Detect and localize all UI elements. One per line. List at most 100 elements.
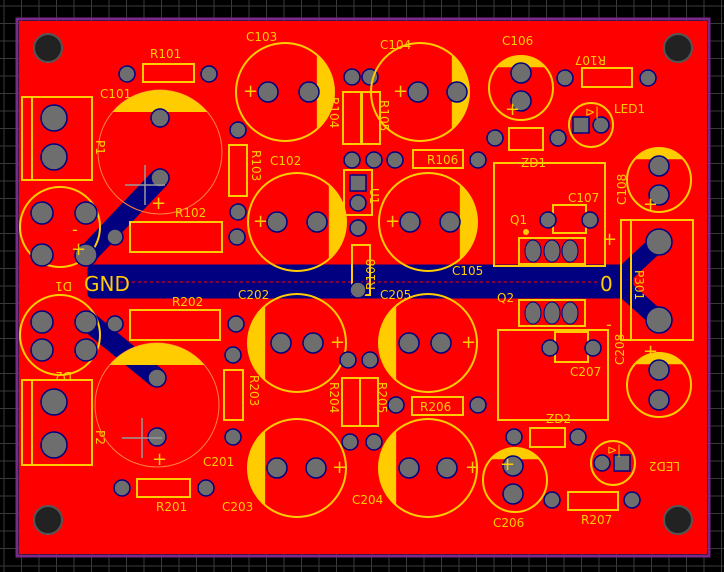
pad[interactable] xyxy=(365,151,383,169)
pad[interactable] xyxy=(40,104,68,132)
pad[interactable] xyxy=(361,351,379,369)
pad[interactable] xyxy=(147,368,167,388)
c105-polarity-band xyxy=(459,184,477,260)
pad[interactable] xyxy=(147,427,167,447)
plus-mark: + xyxy=(330,332,345,353)
pad[interactable] xyxy=(541,339,559,357)
pad[interactable] xyxy=(106,228,124,246)
pad[interactable] xyxy=(298,81,320,103)
c108-polarity-band xyxy=(634,148,684,160)
pad[interactable] xyxy=(593,454,611,472)
pad[interactable] xyxy=(40,388,68,416)
pad[interactable] xyxy=(613,454,631,472)
pad[interactable] xyxy=(645,306,673,334)
pad[interactable] xyxy=(197,479,215,497)
pad[interactable] xyxy=(398,332,420,354)
pad[interactable] xyxy=(486,129,504,147)
pad[interactable] xyxy=(386,151,404,169)
pad[interactable] xyxy=(74,338,98,362)
pad[interactable] xyxy=(40,143,68,171)
pad[interactable] xyxy=(569,428,587,446)
pad[interactable] xyxy=(306,211,328,233)
pad[interactable] xyxy=(592,116,610,134)
c208-polarity-band xyxy=(634,353,684,365)
pad[interactable] xyxy=(74,310,98,334)
pad[interactable] xyxy=(398,457,420,479)
pad[interactable] xyxy=(502,455,524,477)
pad[interactable] xyxy=(224,346,242,364)
pad[interactable] xyxy=(623,491,641,509)
pad[interactable] xyxy=(266,211,288,233)
pad[interactable] xyxy=(436,457,458,479)
pad[interactable] xyxy=(349,281,367,299)
pad[interactable] xyxy=(349,174,367,192)
pad[interactable] xyxy=(302,332,324,354)
pad[interactable] xyxy=(510,62,532,84)
pad[interactable] xyxy=(524,301,542,325)
pad[interactable] xyxy=(543,239,561,263)
pad[interactable] xyxy=(150,168,170,188)
pad[interactable] xyxy=(648,155,670,177)
pad[interactable] xyxy=(229,121,247,139)
pad[interactable] xyxy=(30,243,54,267)
pad[interactable] xyxy=(446,81,468,103)
pad[interactable] xyxy=(561,239,579,263)
pad[interactable] xyxy=(584,339,602,357)
pad[interactable] xyxy=(74,201,98,225)
pad[interactable] xyxy=(430,332,452,354)
pad[interactable] xyxy=(648,359,670,381)
pad[interactable] xyxy=(30,310,54,334)
pad[interactable] xyxy=(257,81,279,103)
pad[interactable] xyxy=(543,491,561,509)
pad[interactable] xyxy=(399,211,421,233)
pad[interactable] xyxy=(648,184,670,206)
pad[interactable] xyxy=(30,201,54,225)
pad[interactable] xyxy=(227,315,245,333)
pad[interactable] xyxy=(648,389,670,411)
pad[interactable] xyxy=(645,228,673,256)
pad[interactable] xyxy=(581,211,599,229)
pad[interactable] xyxy=(74,243,98,267)
pad[interactable] xyxy=(266,457,288,479)
pad[interactable] xyxy=(270,332,292,354)
pad[interactable] xyxy=(549,129,567,147)
led1-label: LED1 xyxy=(614,102,645,116)
pad[interactable] xyxy=(505,428,523,446)
pad[interactable] xyxy=(639,69,657,87)
pad[interactable] xyxy=(469,396,487,414)
pad[interactable] xyxy=(40,431,68,459)
pad[interactable] xyxy=(341,433,359,451)
pad[interactable] xyxy=(561,301,579,325)
pad[interactable] xyxy=(343,151,361,169)
pad[interactable] xyxy=(543,301,561,325)
pad[interactable] xyxy=(469,151,487,169)
pad[interactable] xyxy=(407,81,429,103)
pad[interactable] xyxy=(387,396,405,414)
pad[interactable] xyxy=(349,219,367,237)
pad[interactable] xyxy=(510,90,532,112)
pad[interactable] xyxy=(343,68,361,86)
pad[interactable] xyxy=(365,433,383,451)
pad[interactable] xyxy=(305,457,327,479)
pad[interactable] xyxy=(502,483,524,505)
pad[interactable] xyxy=(200,65,218,83)
pad[interactable] xyxy=(150,108,170,128)
pad[interactable] xyxy=(229,203,247,221)
pad[interactable] xyxy=(224,428,242,446)
pad[interactable] xyxy=(339,351,357,369)
pad[interactable] xyxy=(539,211,557,229)
pad[interactable] xyxy=(30,338,54,362)
r101-label: R101 xyxy=(150,47,181,61)
pad[interactable] xyxy=(349,194,367,212)
pad[interactable] xyxy=(106,315,124,333)
pad[interactable] xyxy=(572,116,590,134)
pad[interactable] xyxy=(118,65,136,83)
plus-mark: + xyxy=(385,211,400,232)
pad[interactable] xyxy=(113,479,131,497)
pad[interactable] xyxy=(439,211,461,233)
pad[interactable] xyxy=(556,69,574,87)
pad[interactable] xyxy=(524,239,542,263)
pad[interactable] xyxy=(228,228,246,246)
